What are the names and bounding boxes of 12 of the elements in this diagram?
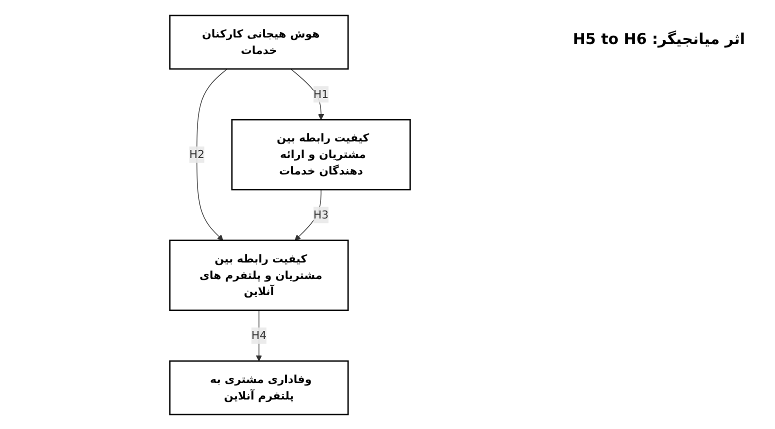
arrow — [294, 189, 322, 241]
node-box: کیفیت رابطه بین مشتریان و ارائه دهندگان خدمات — [231, 119, 411, 190]
edge-label: H2 — [189, 148, 204, 161]
node-box: کیفیت رابطه بین مشتریان و پلتفرم های آنلاین — [169, 240, 349, 311]
arrow — [196, 68, 228, 241]
edge-label: H4 — [251, 328, 267, 342]
edge-label: H1 — [313, 87, 329, 100]
edge-label: H3 — [313, 208, 329, 222]
arrow — [290, 68, 324, 120]
node-box: هوش هیجانی کارکنان خدمات — [169, 14, 349, 70]
note-text: اثر میانجیگر: H5 to H6 — [572, 30, 745, 48]
node-box: وفاداری مشتری به پلتفرم آنلاین — [169, 360, 349, 416]
